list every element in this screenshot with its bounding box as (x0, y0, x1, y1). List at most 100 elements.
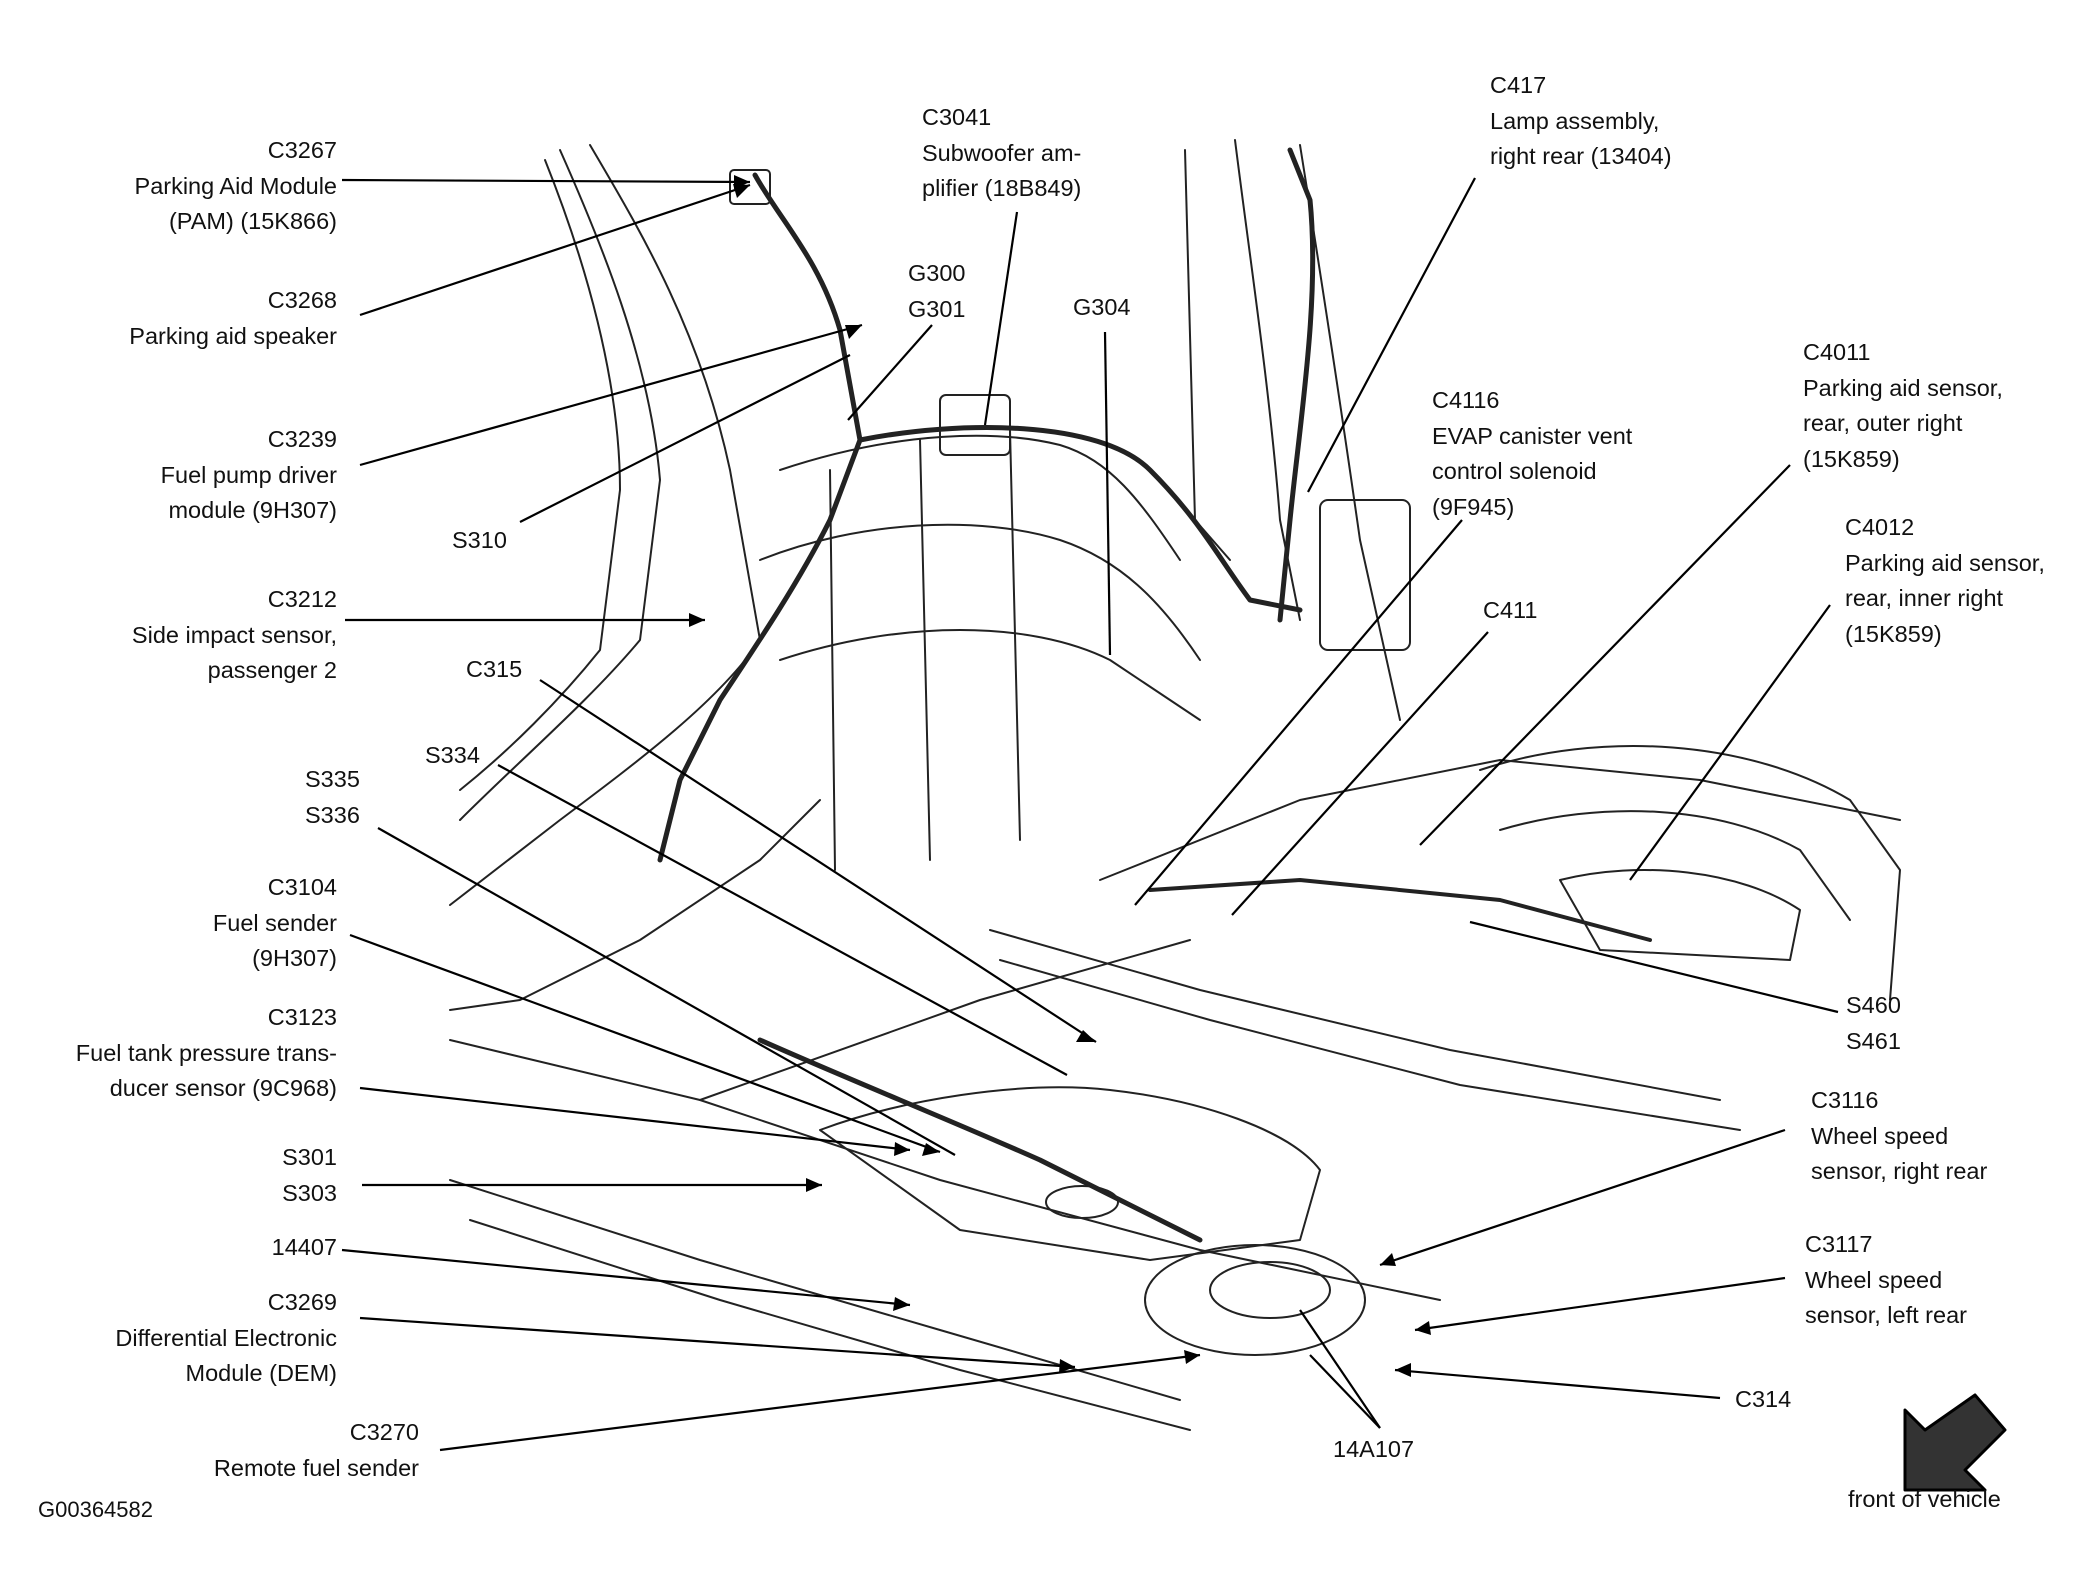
subwoofer-module (939, 394, 1011, 456)
callout-code: 14A107 (1333, 1436, 1415, 1462)
left-quarter-panel-outline (449, 144, 761, 906)
callout-c3270: C3270 Remote fuel sender (214, 1415, 419, 1486)
arrow-c3116 (1380, 1253, 1396, 1266)
callout-c3116: C3116 Wheel speed sensor, right rear (1811, 1083, 1987, 1190)
right-bumper-outline (1479, 745, 1901, 1001)
callout-text: control solenoid (1432, 458, 1597, 484)
front-of-vehicle-arrow-icon (1903, 1393, 2007, 1492)
callout-code: C4116 (1432, 387, 1500, 413)
callout-code: G301 (908, 295, 966, 322)
leader-c4012 (1629, 604, 1831, 881)
callout-s301-s303: S301 S303 (282, 1140, 337, 1211)
callout-text: Fuel pump driver (160, 461, 337, 488)
bulkhead-frame-mid (919, 439, 931, 861)
callout-c3239: C3239 Fuel pump driver module (9H307) (161, 422, 337, 529)
callout-text: Remote fuel sender (213, 1454, 419, 1481)
leader-c3268 (359, 183, 751, 317)
callout-code: C314 (1735, 1386, 1792, 1412)
wiring-harness-right (1277, 147, 1316, 623)
left-pillar-edge (459, 159, 621, 791)
bulkhead-lower (779, 629, 1201, 721)
leader-g300 (847, 324, 933, 421)
callout-s334: S334 (425, 738, 480, 774)
callout-code: C3041 (922, 104, 992, 130)
leader-14407 (341, 1248, 911, 1307)
callout-code: C3267 (267, 137, 337, 163)
rear-lamp-pocket (1319, 499, 1411, 651)
arrow-c3268 (733, 184, 750, 198)
right-pillar-edge (1299, 144, 1401, 721)
left-pillar-inner (459, 149, 661, 821)
leader-c314 (1394, 1368, 1721, 1400)
callout-code: G300 (908, 260, 966, 286)
floor-pan-rear (699, 939, 1191, 1101)
callout-code: C3117 (1805, 1231, 1873, 1257)
arrow-c3239 (845, 325, 862, 339)
leader-lines (341, 177, 1839, 1452)
diagram-id: G00364582 (38, 1497, 153, 1522)
leader-c3104 (349, 933, 941, 1154)
leader-c3269 (359, 1316, 1076, 1369)
callout-text: sensor, left rear (1805, 1302, 1967, 1328)
leader-s335 (377, 827, 956, 1156)
pam-module (729, 169, 771, 205)
callout-text: sensor, right rear (1811, 1158, 1988, 1184)
callout-code: S310 (452, 527, 507, 553)
leader-c417 (1307, 177, 1476, 493)
leader-c3270 (439, 1353, 1201, 1452)
callout-text: Parking aid sensor, (1803, 374, 2003, 401)
callout-g304: G304 (1073, 290, 1131, 326)
leader-c3041 (983, 211, 1019, 426)
callout-text: right rear (13404) (1490, 143, 1672, 169)
callout-code: S334 (425, 742, 480, 768)
differential (1209, 1261, 1331, 1319)
arrow-14407 (893, 1297, 910, 1311)
callout-c3117: C3117 Wheel speed sensor, left rear (1805, 1227, 1967, 1334)
callout-code: C3270 (349, 1419, 419, 1445)
floor-pan-left (449, 1039, 1441, 1301)
rear-axle-housing (1144, 1244, 1366, 1356)
leader-c3239 (359, 323, 863, 467)
fuel-pump-flange (1045, 1185, 1119, 1219)
arrow-c3123 (894, 1142, 910, 1156)
callout-text: Differential Electronic (115, 1324, 337, 1351)
wiring-harness-cross (857, 425, 1303, 613)
callout-c4011: C4011 Parking aid sensor, rear, outer ri… (1803, 335, 2003, 477)
callout-code: C3268 (267, 287, 337, 313)
callout-text: Wheel speed (1811, 1122, 1949, 1149)
leader-c315 (539, 679, 1097, 1043)
callout-code: C3269 (267, 1289, 337, 1315)
callout-text: Subwoofer am- (922, 139, 1082, 166)
callout-code: S336 (305, 801, 360, 828)
callout-c4012: C4012 Parking aid sensor, rear, inner ri… (1845, 510, 2045, 652)
bulkhead-frame-left (829, 469, 836, 871)
leader-c3267 (341, 178, 751, 184)
arrow-c3270 (1184, 1350, 1200, 1364)
callout-c314: C314 (1735, 1382, 1791, 1418)
callout-text: Fuel sender (212, 909, 337, 936)
callout-c3041: C3041 Subwoofer am- plifier (18B849) (922, 100, 1081, 207)
callout-c3268: C3268 Parking aid speaker (129, 283, 337, 354)
wiring-harness-rear (1148, 878, 1652, 942)
callout-code: C411 (1483, 597, 1538, 623)
leader-c4116 (1134, 519, 1463, 906)
leader-c411 (1231, 631, 1489, 916)
callout-text: (9H307) (252, 945, 337, 971)
leader-g304 (1103, 331, 1112, 656)
right-bumper-inner (1499, 810, 1851, 921)
callout-code: C417 (1490, 72, 1547, 98)
arrow-c315 (1076, 1030, 1096, 1042)
callout-text: Side impact sensor, (131, 621, 337, 648)
leader-c3117 (1414, 1276, 1786, 1332)
callout-code: G304 (1073, 294, 1131, 320)
callout-c417: C417 Lamp assembly, right rear (13404) (1490, 68, 1672, 175)
left-lower-body (449, 799, 821, 1011)
callout-code: C3116 (1811, 1087, 1879, 1113)
callout-code: S335 (305, 766, 360, 792)
callout-text: Lamp assembly, (1490, 107, 1660, 134)
callout-text: EVAP canister vent (1432, 422, 1633, 449)
leader-c3116 (1379, 1128, 1786, 1267)
callout-code: S461 (1846, 1027, 1901, 1054)
callout-s310: S310 (452, 523, 507, 559)
